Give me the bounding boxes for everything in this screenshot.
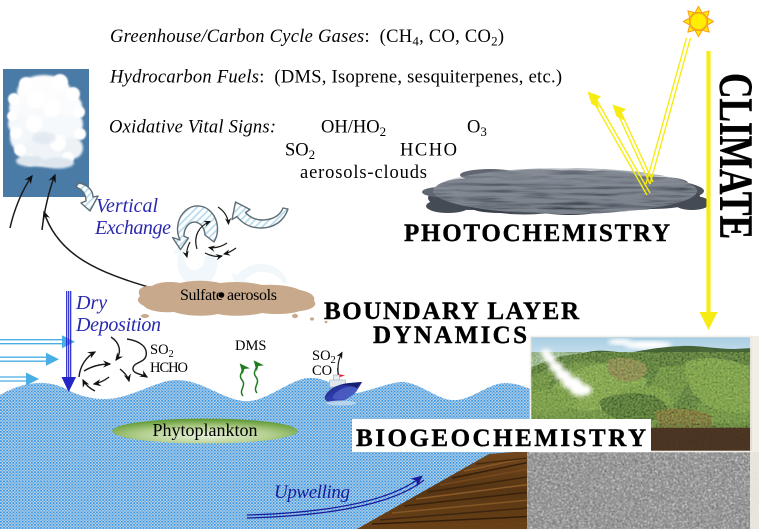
svg-text:Greenhouse/Carbon Cycle Gases:: Greenhouse/Carbon Cycle Gases: (CH4, CO,…: [110, 27, 504, 49]
svg-text:HCHO: HCHO: [400, 141, 457, 161]
svg-text:DYNAMICS: DYNAMICS: [373, 322, 527, 349]
svg-text:Deposition: Deposition: [75, 314, 161, 336]
svg-text:aerosols: aerosols: [227, 287, 277, 304]
svg-text:SO2: SO2: [312, 348, 336, 366]
svg-text:Oxidative Vital Signs:: Oxidative Vital Signs:: [109, 118, 276, 138]
svg-text:BIOGEOCHEMISTRY: BIOGEOCHEMISTRY: [356, 425, 646, 452]
svg-text:O3: O3: [467, 118, 487, 140]
svg-text:Phytoplankton: Phytoplankton: [152, 420, 257, 440]
svg-text:Sulfate: Sulfate: [180, 287, 223, 304]
svg-text:Hydrocarbon Fuels: (DMS, Isop: Hydrocarbon Fuels: (DMS, Isoprene, sesqu…: [109, 68, 562, 88]
svg-text:PHOTOCHEMISTRY: PHOTOCHEMISTRY: [404, 220, 670, 247]
svg-text:Vertical: Vertical: [96, 195, 158, 217]
svg-text:CLIMATE: CLIMATE: [709, 73, 759, 239]
svg-text:Dry: Dry: [75, 292, 107, 314]
svg-text:HCHO: HCHO: [150, 360, 188, 376]
svg-text:SO2: SO2: [150, 342, 174, 360]
svg-text:Exchange: Exchange: [94, 217, 171, 239]
svg-text:BOUNDARY LAYER: BOUNDARY LAYER: [324, 298, 580, 325]
svg-text:SO2: SO2: [285, 141, 315, 163]
svg-text:OH/HO2: OH/HO2: [321, 118, 386, 140]
svg-text:CO: CO: [312, 363, 332, 379]
svg-text:DMS: DMS: [235, 338, 266, 354]
svg-text:Upwelling: Upwelling: [274, 482, 350, 503]
svg-text:aerosols-clouds: aerosols-clouds: [300, 163, 427, 183]
